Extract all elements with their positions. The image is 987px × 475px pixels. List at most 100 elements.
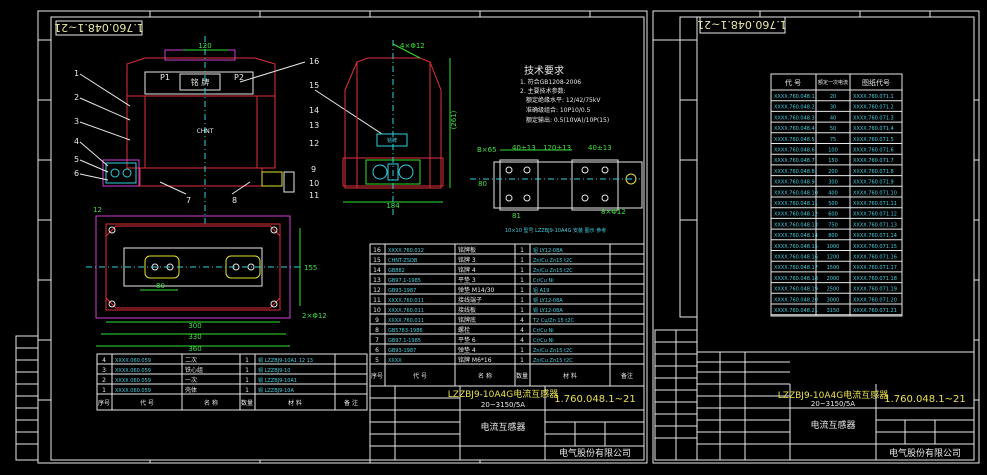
variant-drawing: XXXX.760.071.20 bbox=[853, 297, 897, 303]
side-part-qty: 1 bbox=[520, 347, 524, 354]
side-part-no: 7 bbox=[375, 337, 379, 344]
side-part-qty: 1 bbox=[520, 307, 524, 314]
sheet2-left-strip bbox=[654, 16, 698, 461]
variant-current: 800 bbox=[828, 233, 838, 239]
tech-line-1: 1. 符合GB1208-2006 bbox=[520, 78, 581, 86]
dim-hole-top: 4×Φ12 bbox=[400, 42, 425, 50]
variant-current: 600 bbox=[828, 212, 838, 218]
variant-drawing: XXXX.760.071.17 bbox=[853, 265, 897, 271]
detail-plate bbox=[493, 161, 643, 209]
variant-current: 1500 bbox=[827, 265, 840, 271]
variant-drawing: XXXX.760.071.10 bbox=[853, 190, 897, 196]
tech-line-4: 准确级组合: 10P10/0.5 bbox=[526, 106, 591, 114]
svg-text:13: 13 bbox=[309, 121, 319, 130]
side-part-name: 铭牌底 bbox=[458, 316, 476, 324]
variant-code: XXXX.760.048.15 bbox=[774, 244, 818, 250]
plan-view: 80 300 330 360 155 12 2×Φ12 bbox=[86, 206, 327, 353]
side-part-code: GB97.1-1985 bbox=[388, 278, 421, 284]
part-callouts: 1 2 3 4 5 6 7 8 9 10 11 12 13 14 15 16 bbox=[74, 57, 383, 205]
variant-code: XXXX.760.048.12 bbox=[774, 212, 818, 218]
tb2-code: 1.760.048.1~21 bbox=[884, 394, 966, 405]
svg-text:12: 12 bbox=[309, 139, 319, 148]
variant-current: 20 bbox=[830, 94, 836, 100]
sheet2-code-stamp: 1.760.048.1~21 bbox=[697, 16, 787, 34]
side-part-code: XXXX.760.011 bbox=[388, 298, 424, 304]
tech-line-5: 额定输出: 0.5(10VA)/10P(15) bbox=[526, 116, 609, 124]
detail-dim-2: 120±13 bbox=[543, 144, 571, 152]
side-part-material: Cr/Cu Ni bbox=[533, 328, 554, 334]
bottom-hdr-name: 名 称 bbox=[204, 399, 218, 407]
side-part-no: 10 bbox=[373, 307, 381, 314]
side-part-no: 12 bbox=[373, 287, 381, 294]
side-part-qty: 1 bbox=[520, 267, 524, 274]
side-part-no: 11 bbox=[373, 297, 381, 304]
side-part-code: XXXX bbox=[388, 358, 402, 364]
bottom-part-code: XXXX.060.059 bbox=[115, 378, 151, 384]
sheet2-stamp-text: 1.760.048.1~21 bbox=[697, 18, 787, 31]
variant-code: XXXX.760.048.14 bbox=[774, 233, 818, 239]
sheet1-left-strip bbox=[15, 335, 39, 461]
side-part-qty: 4 bbox=[520, 327, 524, 334]
variant-code: XXXX.760.048.3 bbox=[774, 115, 815, 121]
nameplate-label: 铭 牌 bbox=[191, 77, 210, 87]
sheet2-outer-border bbox=[652, 10, 980, 464]
side-hdr-mat: 材 料 bbox=[563, 372, 577, 380]
variant-current: 750 bbox=[828, 222, 838, 228]
side-parts-lines bbox=[370, 244, 644, 386]
variant-current: 1000 bbox=[827, 244, 840, 250]
variant-current: 400 bbox=[828, 190, 838, 196]
sheet1-inner-border bbox=[50, 16, 645, 461]
side-part-code: GB97.1-1985 bbox=[388, 338, 421, 344]
detail-dim-bottom: 81 bbox=[512, 212, 521, 220]
svg-text:10: 10 bbox=[309, 179, 319, 188]
side-part-qty: 1 bbox=[520, 277, 524, 284]
side-part-material: Cr/Cu Ni bbox=[533, 338, 554, 344]
side-part-no: 8 bbox=[375, 327, 379, 334]
tech-title: 技术要求 bbox=[524, 64, 564, 77]
side-part-code: XXXX.760.012 bbox=[388, 248, 424, 254]
svg-text:9: 9 bbox=[311, 165, 316, 174]
side-part-no: 5 bbox=[375, 357, 379, 364]
detail-dim-3: 40±13 bbox=[588, 144, 612, 152]
variants-hdr-code: 代 号 bbox=[785, 78, 801, 87]
bottom-hdr-qty: 数量 bbox=[241, 399, 253, 407]
side-part-material: Zn/Cu Zn15 t2C bbox=[533, 268, 573, 274]
svg-text:1: 1 bbox=[74, 69, 79, 78]
variant-drawing: XXXX.760.071.3 bbox=[853, 115, 894, 121]
bottom-part-no: 4 bbox=[102, 357, 106, 364]
variant-current: 150 bbox=[828, 158, 838, 164]
variant-current: 75 bbox=[830, 137, 836, 143]
tb2-company: 电气股份有限公司 bbox=[889, 447, 961, 459]
title-block-2: LZZBJ9-10A4G电流互感器 20~3150/5A 1.760.048.1… bbox=[696, 351, 975, 461]
variant-drawing: XXXX.760.071.8 bbox=[853, 169, 894, 175]
front-base bbox=[139, 167, 263, 187]
side-part-code: XXXX.760.011 bbox=[388, 308, 424, 314]
side-part-name: 铭牌板 bbox=[458, 246, 476, 254]
side-part-material: Cr/Cu Ni bbox=[533, 278, 554, 284]
variant-drawing: XXXX.760.071.2 bbox=[853, 105, 894, 111]
svg-text:铭牌: 铭牌 bbox=[387, 137, 397, 144]
side-part-no: 14 bbox=[373, 267, 381, 274]
variant-code: XXXX.760.048.10 bbox=[774, 190, 818, 196]
variant-current: 1200 bbox=[827, 255, 840, 261]
sheet1-code-stamp: 1.760.048.1~21 bbox=[54, 20, 144, 36]
detail-holes: 8×Φ12 bbox=[601, 208, 626, 216]
side-hdr-name: 名 称 bbox=[478, 372, 492, 380]
side-part-name: 平垫 3 bbox=[458, 276, 476, 284]
side-part-qty: 1 bbox=[520, 247, 524, 254]
nameplate-box bbox=[179, 73, 221, 91]
bottom-part-code: XXXX.060.059 bbox=[115, 358, 151, 364]
bottom-part-code: XXXX.060.059 bbox=[115, 368, 151, 374]
variant-current: 2000 bbox=[827, 276, 840, 282]
side-hdr-code: 代 号 bbox=[413, 372, 427, 380]
tb1-rating: 20~3150/5A bbox=[481, 401, 525, 409]
side-part-qty: 1 bbox=[520, 287, 524, 294]
variant-code: XXXX.760.048.16 bbox=[774, 255, 818, 261]
terminal-p2-label: P2 bbox=[234, 73, 244, 82]
side-part-qty: 1 bbox=[520, 357, 524, 364]
bottom-part-material: 铜 LZZBJ9-10 bbox=[258, 367, 290, 374]
side-part-no: 13 bbox=[373, 277, 381, 284]
variant-code: XXXX.760.048.11 bbox=[774, 201, 818, 207]
